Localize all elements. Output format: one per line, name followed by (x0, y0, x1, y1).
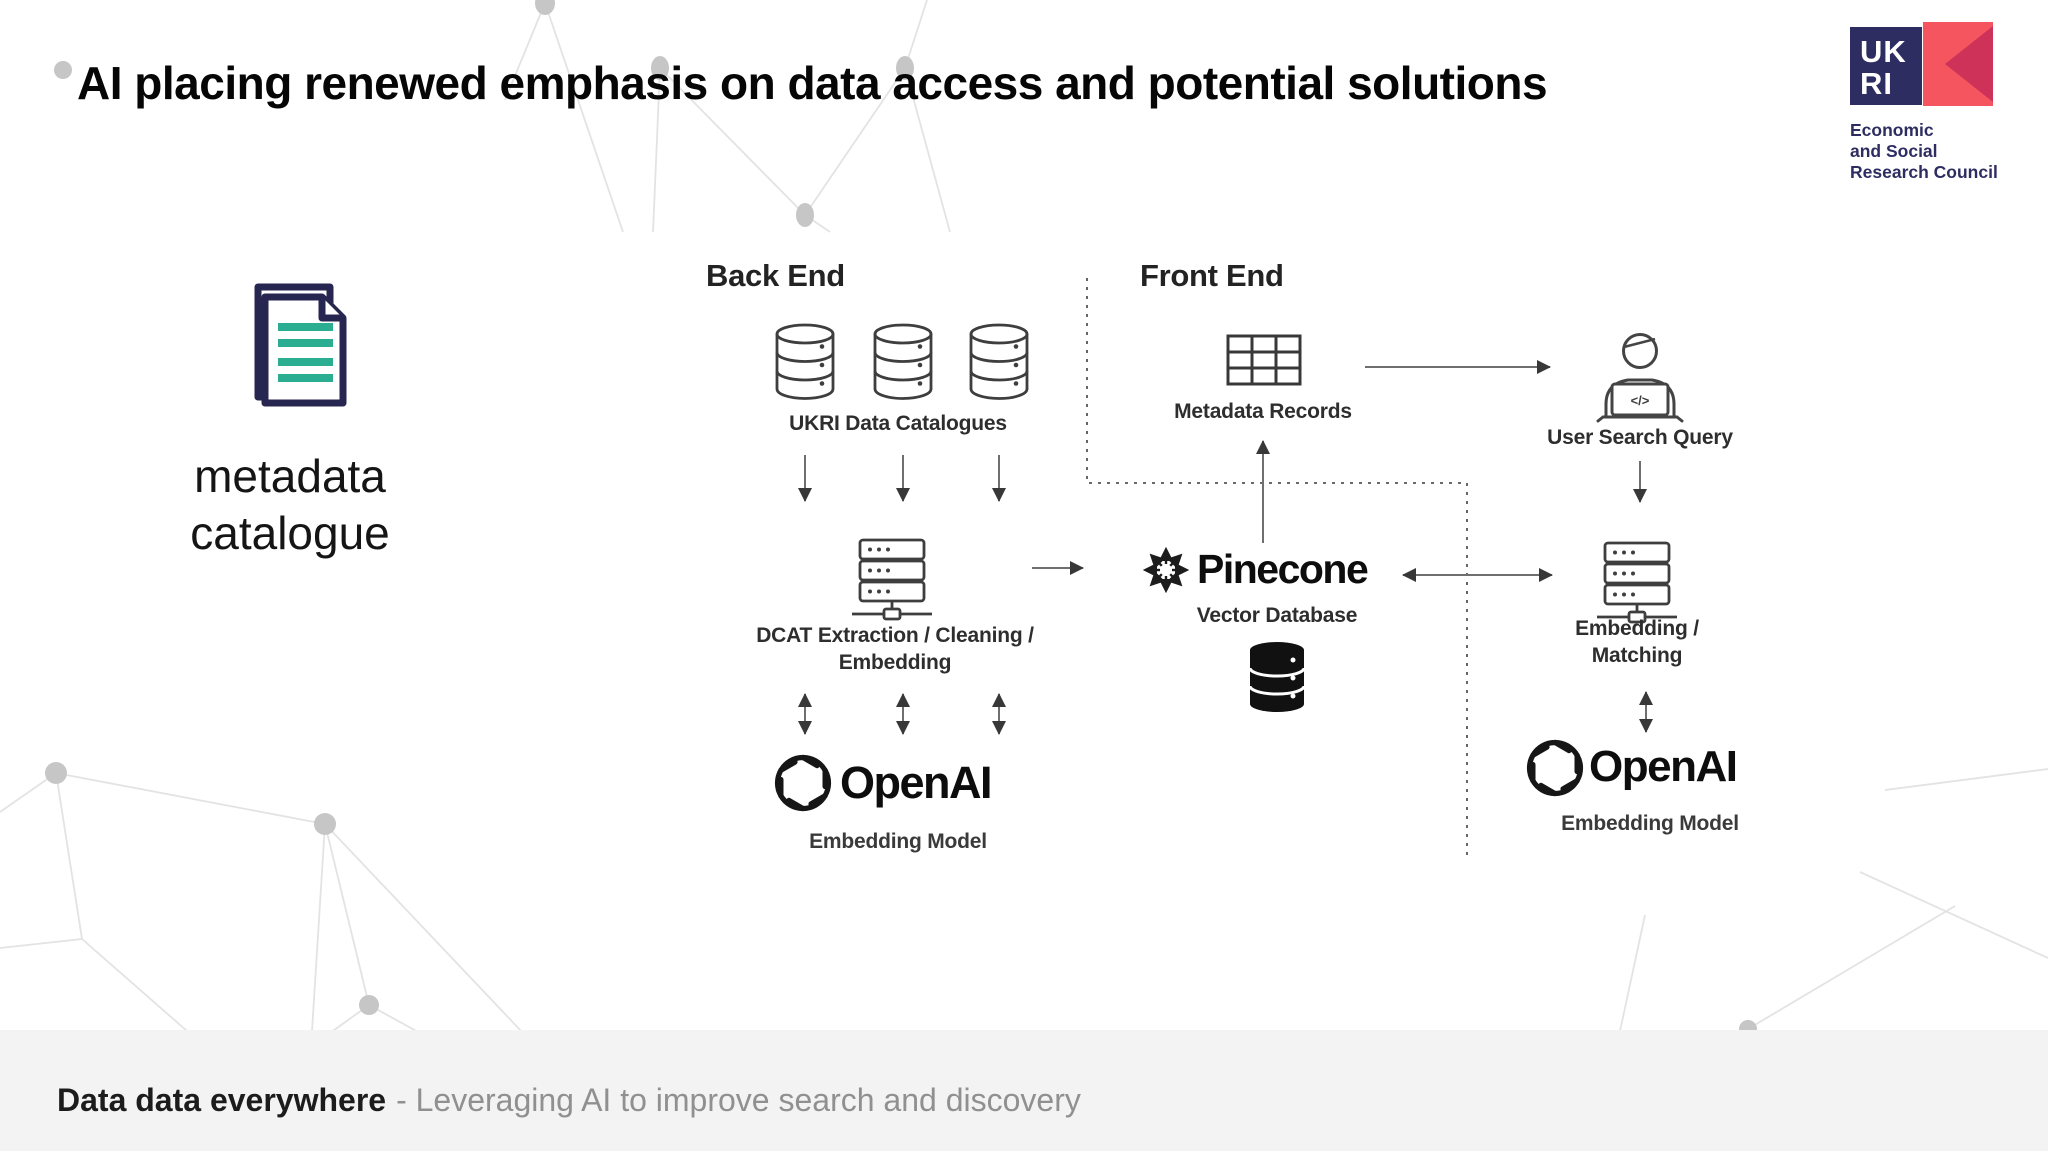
dcat-server-icon (850, 538, 934, 621)
openai-wordmark: OpenAI (1589, 742, 1738, 791)
database-icon (873, 323, 933, 400)
metadata-records-icon (1226, 334, 1302, 386)
ukri-letters-ri: RI (1860, 66, 1893, 101)
vector-database-icon (1248, 642, 1306, 712)
embedding-model-label: Embedding Model (809, 830, 987, 853)
code-glyph: </> (1631, 393, 1650, 408)
user-laptop-icon: </> (1596, 333, 1684, 423)
metadata-catalogue-caption: metadata catalogue (190, 450, 390, 559)
pinecone-wordmark: Pinecone (1197, 546, 1369, 592)
openai-logo-icon (1522, 736, 1588, 800)
ukri-logo-mark: UK RI (1850, 22, 1993, 106)
ukri-letters-uk: UK (1860, 34, 1907, 69)
database-icon (775, 323, 835, 400)
footer-title: Data data everywhere (57, 1082, 387, 1118)
vector-database-label: Vector Database (1196, 604, 1358, 627)
openai-logo-icon (770, 751, 836, 815)
frontend-header: Front End (1140, 258, 1284, 293)
document-stack-icon (250, 280, 350, 415)
council-line: Economic (1850, 120, 1934, 140)
matcher-server-icon (1595, 541, 1679, 624)
database-icon (969, 323, 1029, 400)
flow-arrows (798, 360, 1653, 735)
datastores-label: UKRI Data Catalogues (789, 412, 1007, 435)
openai-wordmark: OpenAI (840, 757, 993, 808)
council-name: Economic and Social Research Council (1850, 120, 2040, 183)
user-search-query-label: User Search Query (1547, 426, 1733, 449)
page-title: AI placing renewed emphasis on data acce… (77, 57, 1548, 109)
footer-bar: Data data everywhere- Leveraging AI to i… (0, 1030, 2048, 1151)
footer-subtitle: - Leveraging AI to improve search and di… (396, 1082, 1081, 1118)
embedding-matching-label: Embedding / Matching (1575, 617, 1699, 667)
backend-header: Back End (706, 258, 845, 293)
ukri-esrc-logo: UK RI Economic and Social Research Counc… (1850, 20, 2040, 183)
dcat-label: DCAT Extraction / Cleaning / Embedding (756, 624, 1034, 674)
embedding-model-label: Embedding Model (1561, 812, 1739, 835)
council-line: and Social (1850, 141, 1938, 161)
council-line: Research Council (1850, 162, 1998, 182)
footer-text: Data data everywhere- Leveraging AI to i… (57, 1082, 1081, 1119)
pinecone-icon (1142, 546, 1190, 594)
metadata-records-label: Metadata Records (1174, 400, 1352, 423)
